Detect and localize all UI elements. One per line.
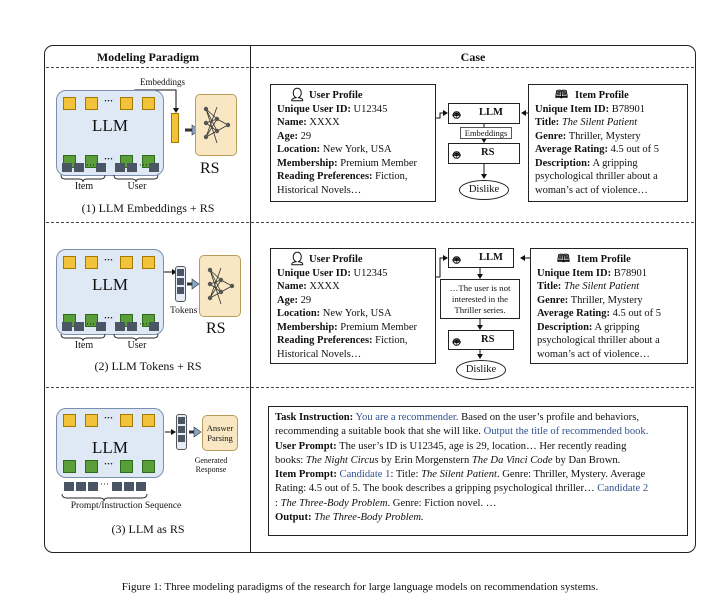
header-divider	[46, 67, 694, 68]
mini-llm-box-1: 🤖︎ LLM	[448, 103, 520, 124]
user-profile-card-2: 👤︎ User Profile Unique User ID: U12345 N…	[270, 248, 436, 364]
llm-output-note: …The user is not interested in the Thril…	[440, 279, 520, 319]
embedding-cell	[63, 97, 76, 110]
dislike-output-2: Dislike	[456, 360, 506, 380]
prompt-card: Task Instruction: You are a recommender.…	[268, 406, 688, 536]
user-profile-title: User Profile	[309, 90, 363, 101]
caption-2: (2) LLM Tokens + RS	[94, 359, 202, 373]
user-icon: 👤︎	[289, 251, 306, 266]
user-label-2: User	[127, 340, 147, 351]
prompt-sequence-label: Prompt/Instruction Sequence	[70, 501, 182, 511]
mini-rs-box-2: 🤖︎ RS	[448, 330, 514, 350]
robot-icon: 🤖︎	[453, 253, 461, 267]
response-token-stack	[176, 414, 187, 450]
caption-3: (3) LLM as RS	[111, 522, 185, 536]
item-label-2: Item	[74, 340, 94, 351]
rs-label-2: RS	[206, 320, 226, 337]
robot-icon: 🤖︎	[453, 148, 461, 162]
mini-embeddings-tag: Embeddings	[460, 127, 512, 139]
tokens-label: Tokens	[170, 306, 198, 316]
llm-label-3: LLM	[92, 438, 128, 457]
figure-frame	[44, 45, 696, 553]
user-icon: 👤︎	[289, 87, 306, 102]
user-profile-card-1: 👤︎ User Profile Unique User ID: U12345 N…	[270, 84, 436, 202]
item-profile-title: Item Profile	[575, 90, 629, 101]
dislike-output-1: Dislike	[459, 180, 509, 200]
book-icon: 🕮︎	[555, 89, 568, 101]
robot-icon: 🤖︎	[453, 335, 461, 349]
llm-label-2: LLM	[92, 275, 128, 294]
token-stack	[175, 266, 186, 302]
caption-1: (1) LLM Embeddings + RS	[81, 201, 215, 215]
token-cell	[85, 155, 98, 168]
embeddings-label: Embeddings	[140, 77, 185, 87]
item-profile-card-2: 🕮︎ Item Profile Unique Item ID: B78901 T…	[530, 248, 688, 364]
book-icon: 🕮︎	[557, 253, 570, 265]
embedding-vector	[171, 113, 179, 143]
rs-label-1: RS	[200, 160, 220, 177]
column-divider	[250, 45, 251, 553]
row-divider-1	[46, 222, 694, 223]
item-profile-card-1: 🕮︎ Item Profile Unique Item ID: B78901 T…	[528, 84, 688, 202]
mini-llm-box-2: 🤖︎ LLM	[448, 248, 514, 268]
neural-net-icon	[207, 267, 235, 305]
header-case: Case	[460, 50, 486, 64]
mini-rs-box-1: 🤖︎ RS	[448, 143, 520, 164]
robot-icon: 🤖︎	[453, 108, 461, 122]
item-label-1: Item	[74, 181, 94, 192]
embedding-cell	[120, 97, 133, 110]
user-label-1: User	[127, 181, 147, 192]
embedding-cell	[142, 97, 155, 110]
row-divider-2	[46, 387, 694, 388]
embedding-cell	[85, 97, 98, 110]
figure-caption: Figure 1: Three modeling paradigms of th…	[121, 581, 599, 593]
llm-label-1: LLM	[92, 116, 128, 135]
neural-net-icon	[203, 106, 231, 144]
rs-box-1	[195, 94, 237, 156]
header-modeling-paradigm: Modeling Paradigm	[96, 50, 200, 64]
rs-box-2	[199, 255, 241, 317]
